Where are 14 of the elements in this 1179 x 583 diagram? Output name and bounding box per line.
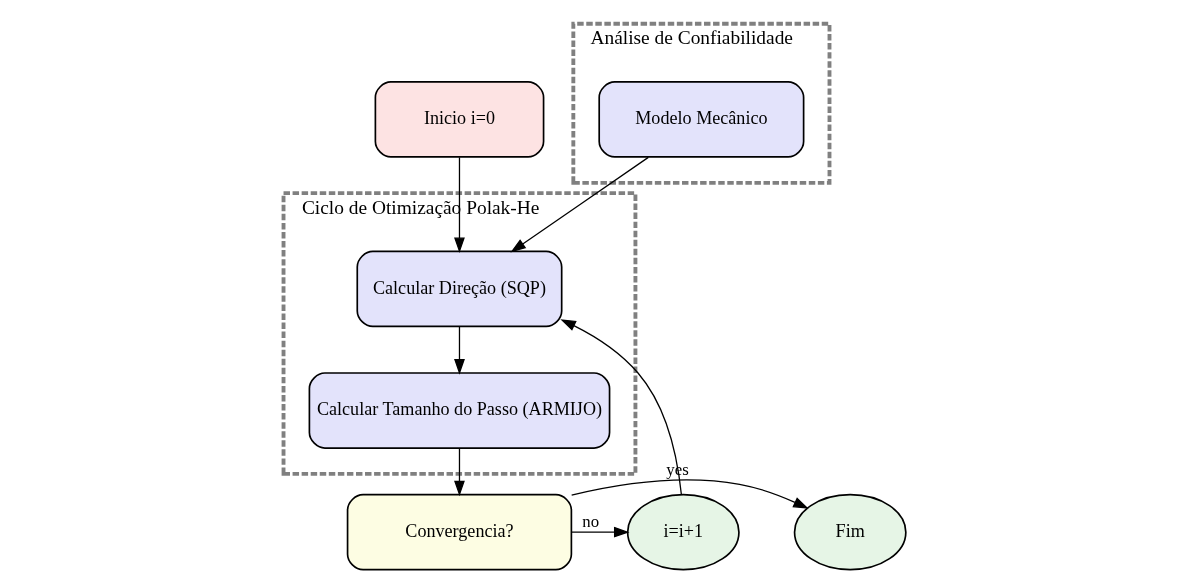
node-box: Calcular Tamanho do Passo (ARMIJO) — [308, 372, 611, 449]
arrow — [571, 526, 630, 538]
arrow — [571, 479, 809, 509]
edge-label: no — [582, 512, 600, 532]
node-box: Calcular Direção (SQP) — [356, 250, 563, 328]
arrow — [454, 325, 465, 375]
node-ellipse: i=i+1 — [626, 493, 740, 571]
arrow — [510, 156, 649, 253]
node-box: Inicio i=0 — [374, 81, 545, 158]
node-box: Modelo Mecânico — [598, 81, 805, 158]
arrow — [560, 319, 683, 496]
node-box: Convergencia? — [346, 493, 573, 571]
arrow — [454, 156, 465, 254]
arrow — [454, 447, 465, 497]
